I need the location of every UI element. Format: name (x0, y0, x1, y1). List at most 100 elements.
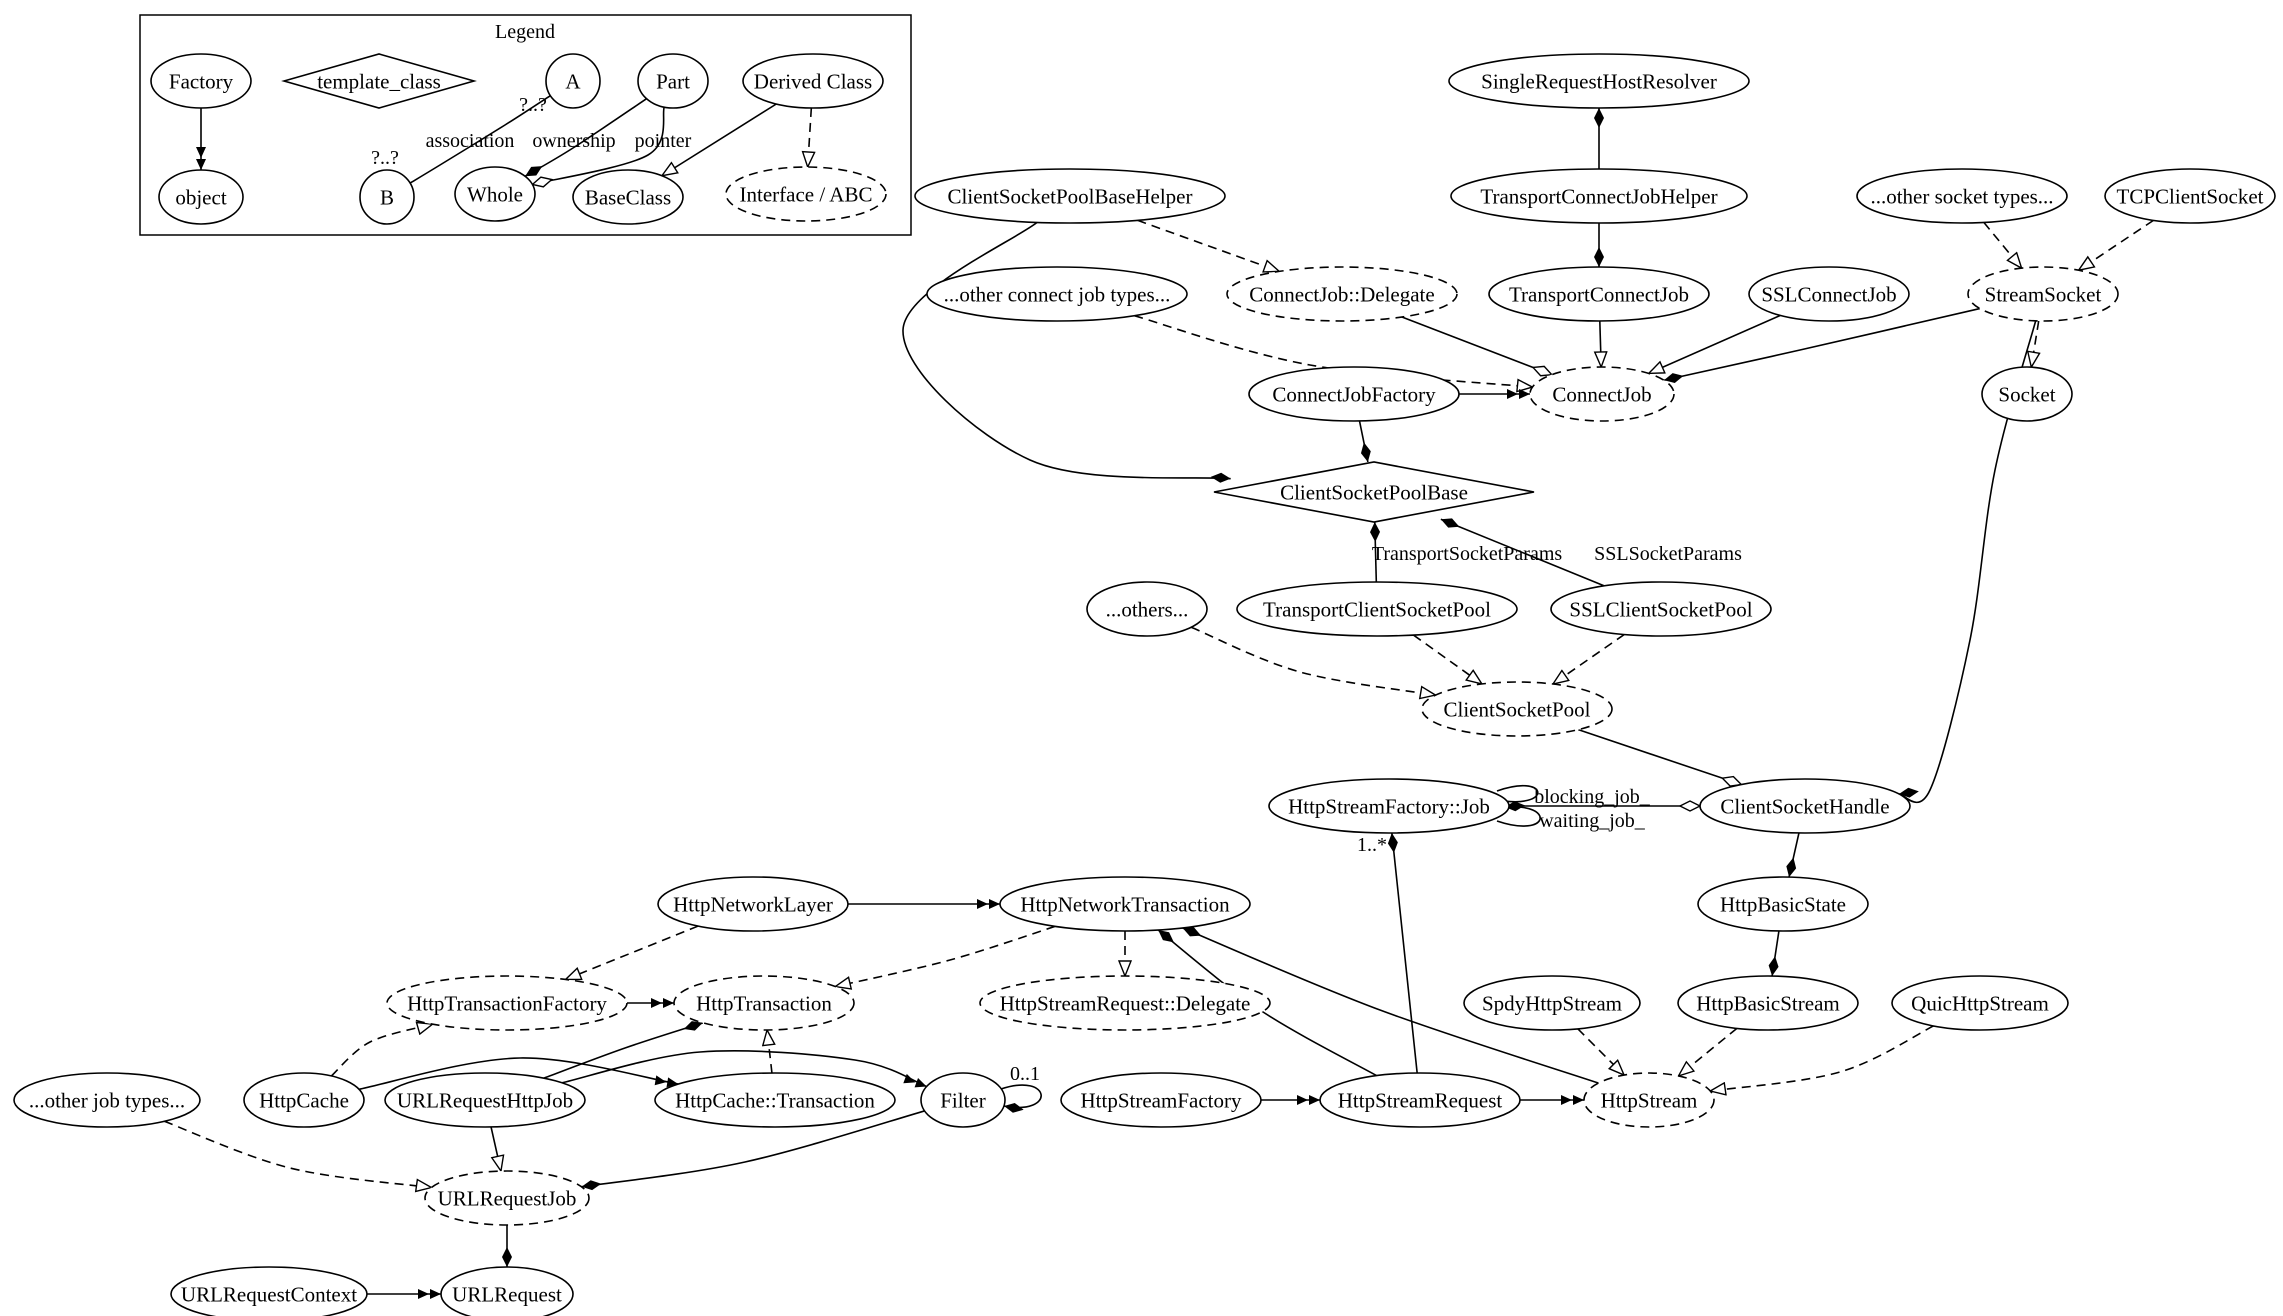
edge-http-basic-state-to-http-basic-stream (1768, 930, 1780, 977)
a-shape (545, 53, 601, 109)
tcp-client-socket-node: TCPClientSocket (2104, 168, 2276, 224)
edge-ssl-client-socket-pool-to-client-socket-pool (1553, 633, 1625, 684)
client-socket-handle-label: ClientSocketHandle (1720, 794, 1889, 818)
edge-label-3: ownership (532, 130, 615, 152)
http-basic-stream-label: HttpBasicStream (1696, 991, 1839, 1015)
http-transaction-node: HttpTransaction (673, 975, 855, 1031)
edge-label-9: 1..* (1357, 834, 1387, 856)
edge-client-socket-pool-to-client-socket-handle (1578, 728, 1743, 787)
http-network-transaction-node: HttpNetworkTransaction (999, 876, 1251, 932)
edge-transport-connect-job-to-connect-job (1600, 320, 1601, 367)
derived-class-shape (742, 53, 884, 109)
edge-quic-http-stream-to-http-stream (1710, 1025, 1934, 1091)
edge-label-10: 0..1 (1010, 1063, 1040, 1085)
ssl-client-socket-pool-shape (1550, 581, 1772, 637)
http-network-transaction-shape (999, 876, 1251, 932)
edge-http-basic-stream-to-http-stream (1679, 1027, 1738, 1076)
legend-box (139, 14, 912, 236)
edge-label-6: SSLSocketParams (1594, 543, 1742, 565)
http-stream-factory-job-shape (1268, 778, 1510, 834)
edge-http-cache-to-http-cache-transaction (358, 1057, 679, 1091)
ssl-connect-job-node: SSLConnectJob (1748, 266, 1910, 322)
interface-abc-node: Interface / ABC (725, 166, 887, 222)
edges-layer (163, 94, 2154, 1299)
client-socket-pool-base-helper-label: ClientSocketPoolBaseHelper (948, 184, 1193, 208)
http-cache-transaction-shape (654, 1072, 896, 1128)
http-basic-state-shape (1697, 876, 1869, 932)
http-network-layer-label: HttpNetworkLayer (673, 892, 833, 916)
http-stream-factory-job-node: HttpStreamFactory::Job (1268, 778, 1510, 834)
other-connect-job-types-label: ...other connect job types... (944, 282, 1171, 306)
factory-shape (150, 53, 252, 109)
transport-connect-job-node: TransportConnectJob (1488, 266, 1710, 322)
url-request-http-job-node: URLRequestHttpJob (384, 1072, 586, 1128)
socket-node: Socket (1981, 366, 2073, 422)
http-stream-factory-shape (1060, 1072, 1262, 1128)
part-label: Part (656, 69, 690, 93)
ssl-client-socket-pool-label: SSLClientSocketPool (1569, 597, 1752, 621)
http-transaction-shape (673, 975, 855, 1031)
edge-label-7: blocking_job_ (1534, 786, 1651, 808)
client-socket-pool-base-node: ClientSocketPoolBase (1213, 461, 1535, 523)
edge-spdy-http-stream-to-http-stream (1577, 1028, 1624, 1075)
part-shape (637, 53, 709, 109)
edge-connect-job-delegate-to-connect-job (1401, 316, 1554, 377)
connect-job-node: ConnectJob (1529, 366, 1675, 422)
url-request-http-job-label: URLRequestHttpJob (397, 1088, 573, 1112)
edge-label-0: ?..? (519, 94, 547, 116)
url-request-context-node: URLRequestContext (170, 1266, 368, 1316)
http-basic-state-label: HttpBasicState (1720, 892, 1846, 916)
url-request-http-job-shape (384, 1072, 586, 1128)
filter-chain-loop (1000, 1084, 1042, 1113)
ssl-client-socket-pool-node: SSLClientSocketPool (1550, 581, 1772, 637)
http-stream-request-label: HttpStreamRequest (1338, 1088, 1503, 1112)
object-node: object (158, 169, 244, 225)
client-socket-pool-node: ClientSocketPool (1421, 681, 1613, 737)
connect-job-factory-shape (1248, 366, 1460, 422)
transport-connect-job-helper-node: TransportConnectJobHelper (1450, 168, 1748, 224)
edge-label-1: ?..? (371, 147, 399, 169)
http-stream-label: HttpStream (1601, 1088, 1698, 1112)
template-class-shape (281, 53, 477, 109)
factory-node: Factory (150, 53, 252, 109)
http-basic-state-node: HttpBasicState (1697, 876, 1869, 932)
transport-connect-job-shape (1488, 266, 1710, 322)
client-socket-pool-base-label: ClientSocketPoolBase (1280, 480, 1468, 504)
filter-shape (920, 1072, 1006, 1128)
connect-job-label: ConnectJob (1552, 382, 1651, 406)
http-network-transaction-label: HttpNetworkTransaction (1020, 892, 1230, 916)
client-socket-pool-base-helper-shape (914, 168, 1226, 224)
url-request-context-label: URLRequestContext (181, 1282, 357, 1306)
single-request-host-resolver-shape (1448, 53, 1750, 109)
http-stream-request-shape (1319, 1072, 1521, 1128)
ssl-connect-job-shape (1748, 266, 1910, 322)
client-socket-pool-label: ClientSocketPool (1444, 697, 1591, 721)
edge-others-to-client-socket-pool (1190, 626, 1435, 695)
http-network-layer-node: HttpNetworkLayer (657, 876, 849, 932)
other-job-types-node: ...other job types... (13, 1072, 201, 1128)
edge-stream-socket-to-connect-job (1663, 307, 1981, 383)
http-stream-request-delegate-node: HttpStreamRequest::Delegate (979, 975, 1271, 1031)
socket-label: Socket (1998, 382, 2055, 406)
others-node: ...others... (1086, 581, 1208, 637)
client-socket-handle-shape (1699, 778, 1911, 834)
edge-ssl-client-socket-pool-to-client-socket-pool-base (1440, 518, 1605, 587)
client-socket-handle-node: ClientSocketHandle (1699, 778, 1911, 834)
whole-label: Whole (467, 182, 523, 206)
part-node: Part (637, 53, 709, 109)
transport-client-socket-pool-label: TransportClientSocketPool (1263, 597, 1491, 621)
job-waiting-loop (1496, 801, 1541, 827)
edge-label-2: association (426, 130, 515, 152)
edge-url-request-http-job-to-url-request-job (490, 1126, 501, 1171)
edge-url-request-http-job-to-filter (561, 1050, 927, 1088)
single-request-host-resolver-label: SingleRequestHostResolver (1481, 69, 1717, 93)
connect-job-delegate-node: ConnectJob::Delegate (1226, 266, 1458, 322)
http-stream-node: HttpStream (1583, 1072, 1715, 1128)
ssl-connect-job-label: SSLConnectJob (1761, 282, 1896, 306)
edge-stream-socket-to-socket (2031, 320, 2038, 367)
http-basic-stream-shape (1677, 975, 1859, 1031)
baseclass-shape (572, 169, 684, 225)
